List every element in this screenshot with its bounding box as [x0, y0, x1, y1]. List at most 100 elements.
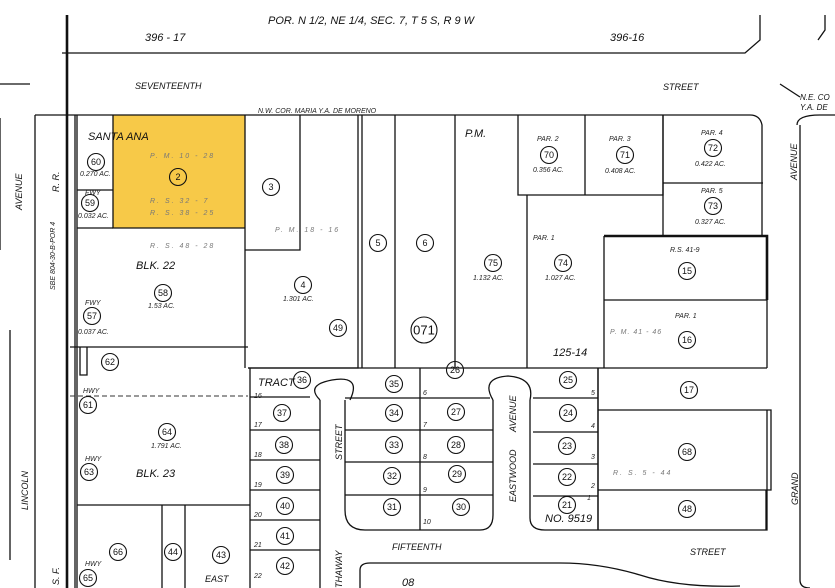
parcel-circle — [446, 402, 466, 422]
parcel-circle — [677, 442, 697, 462]
parcel-23[interactable]: 23 — [557, 436, 577, 456]
parcel-38[interactable]: 38 — [274, 435, 294, 455]
parcel-number: 66 — [113, 547, 123, 557]
lot-number: 10 — [423, 519, 431, 526]
acreage-71: 0.408 AC. — [605, 168, 636, 175]
santa-ana-label: SANTA ANA — [88, 131, 149, 143]
parcel-21[interactable]: 21 — [557, 495, 577, 515]
parcel-29[interactable]: 29 — [447, 464, 467, 484]
parcel-15[interactable]: 15 — [677, 261, 697, 281]
parcel-73[interactable]: 73 — [703, 196, 723, 216]
parcel-number: 37 — [277, 408, 287, 418]
parcel-number: 35 — [389, 379, 399, 389]
parcel-number: 33 — [389, 440, 399, 450]
parcel-43[interactable]: 43 — [211, 545, 231, 565]
parcel-64[interactable]: 64 — [157, 422, 177, 442]
lot-number: 18 — [254, 452, 262, 459]
street-seventeenth-street: STREET — [663, 82, 700, 92]
parcel-number: 6 — [422, 238, 427, 248]
parcel-27[interactable]: 27 — [446, 402, 466, 422]
parcel-number: 071 — [413, 323, 435, 338]
par1-a: PAR. 1 — [533, 235, 555, 242]
parcel-6[interactable]: 6 — [415, 233, 435, 253]
parcel-17[interactable]: 17 — [679, 380, 699, 400]
hwy-label-2: HWY — [85, 456, 103, 463]
parcel-071[interactable]: 071 — [410, 316, 438, 344]
parcel-57[interactable]: 57 — [82, 306, 102, 326]
parcel-circle — [557, 436, 577, 456]
parcel-37[interactable]: 37 — [272, 403, 292, 423]
street-lincoln: LINCOLN — [20, 470, 30, 510]
parcel-40[interactable]: 40 — [275, 496, 295, 516]
parcel-62[interactable]: 62 — [100, 352, 120, 372]
par-5: PAR. 5 — [701, 188, 723, 195]
parcel-41[interactable]: 41 — [275, 526, 295, 546]
parcel-35[interactable]: 35 — [384, 374, 404, 394]
parcel-number: 34 — [389, 408, 399, 418]
street-hathaway: THAWAY — [334, 549, 344, 588]
parcel-number: 3 — [268, 182, 273, 192]
parcel-60[interactable]: 60 — [86, 152, 106, 172]
parcel-72[interactable]: 72 — [703, 138, 723, 158]
fwy-label-2: FWY — [85, 300, 102, 307]
parcel-3[interactable]: 3 — [261, 177, 281, 197]
fwy-label-1: FWY — [85, 190, 102, 197]
parcel-circle — [79, 462, 99, 482]
parcel-65[interactable]: 65 — [78, 568, 98, 588]
parcel-circle — [78, 568, 98, 588]
parcel-34[interactable]: 34 — [384, 403, 404, 423]
pm-label: P.M. — [465, 128, 486, 140]
parcel-number: 49 — [333, 323, 343, 333]
parcel-39[interactable]: 39 — [275, 465, 295, 485]
parcel-number: 39 — [280, 470, 290, 480]
parcel-75[interactable]: 75 — [483, 253, 503, 273]
acreage-75: 1.132 AC. — [473, 275, 504, 282]
parcel-circle — [108, 542, 128, 562]
parcel-number: 61 — [83, 400, 93, 410]
parcel-5[interactable]: 5 — [368, 233, 388, 253]
parcel-25[interactable]: 25 — [558, 370, 578, 390]
parcel-number: 65 — [83, 573, 93, 583]
parcel-33[interactable]: 33 — [384, 435, 404, 455]
parcel-58[interactable]: 58 — [153, 283, 173, 303]
parcel-number: 27 — [451, 407, 461, 417]
parcel-number: 17 — [684, 385, 694, 395]
parcel-circle — [78, 395, 98, 415]
parcel-49[interactable]: 49 — [328, 318, 348, 338]
lot-number: 5 — [591, 390, 595, 397]
parcel-74[interactable]: 74 — [553, 253, 573, 273]
parcel-circle — [557, 495, 577, 515]
street-lincoln-avenue: AVENUE — [14, 172, 24, 211]
parcel-30[interactable]: 30 — [451, 497, 471, 517]
parcel-44[interactable]: 44 — [163, 542, 183, 562]
parcel-42[interactable]: 42 — [275, 556, 295, 576]
parcel-71[interactable]: 71 — [615, 145, 635, 165]
parcel-61[interactable]: 61 — [78, 395, 98, 415]
selected-parcel-highlight[interactable] — [112, 114, 246, 229]
par-3: PAR. 3 — [609, 136, 631, 143]
parcel-number: 28 — [451, 440, 461, 450]
parcel-31[interactable]: 31 — [382, 497, 402, 517]
parcel-63[interactable]: 63 — [79, 462, 99, 482]
parcel-circle — [553, 253, 573, 273]
parcel-68[interactable]: 68 — [677, 442, 697, 462]
parcel-16[interactable]: 16 — [677, 330, 697, 350]
parcel-number: 63 — [84, 467, 94, 477]
parcel-circle — [679, 380, 699, 400]
acreage-70: 0.356 AC. — [533, 167, 564, 174]
parcel-70[interactable]: 70 — [539, 145, 559, 165]
parcel-66[interactable]: 66 — [108, 542, 128, 562]
parcel-number: 70 — [544, 150, 554, 160]
parcel-32[interactable]: 32 — [382, 466, 402, 486]
rs-5-44: R. S. 5 - 44 — [613, 470, 672, 477]
parcel-4[interactable]: 4 — [293, 275, 313, 295]
parcel-24[interactable]: 24 — [558, 403, 578, 423]
parcel-48[interactable]: 48 — [677, 499, 697, 519]
parcel-28[interactable]: 28 — [446, 435, 466, 455]
map-ref-right: 396-16 — [610, 32, 645, 44]
parcel-22[interactable]: 22 — [557, 467, 577, 487]
parcel-2[interactable]: 2 — [168, 167, 188, 187]
parcel-26[interactable]: 26 — [445, 360, 465, 380]
parcel-59[interactable]: 59 — [80, 193, 100, 213]
parcel-36[interactable]: 36 — [292, 370, 312, 390]
